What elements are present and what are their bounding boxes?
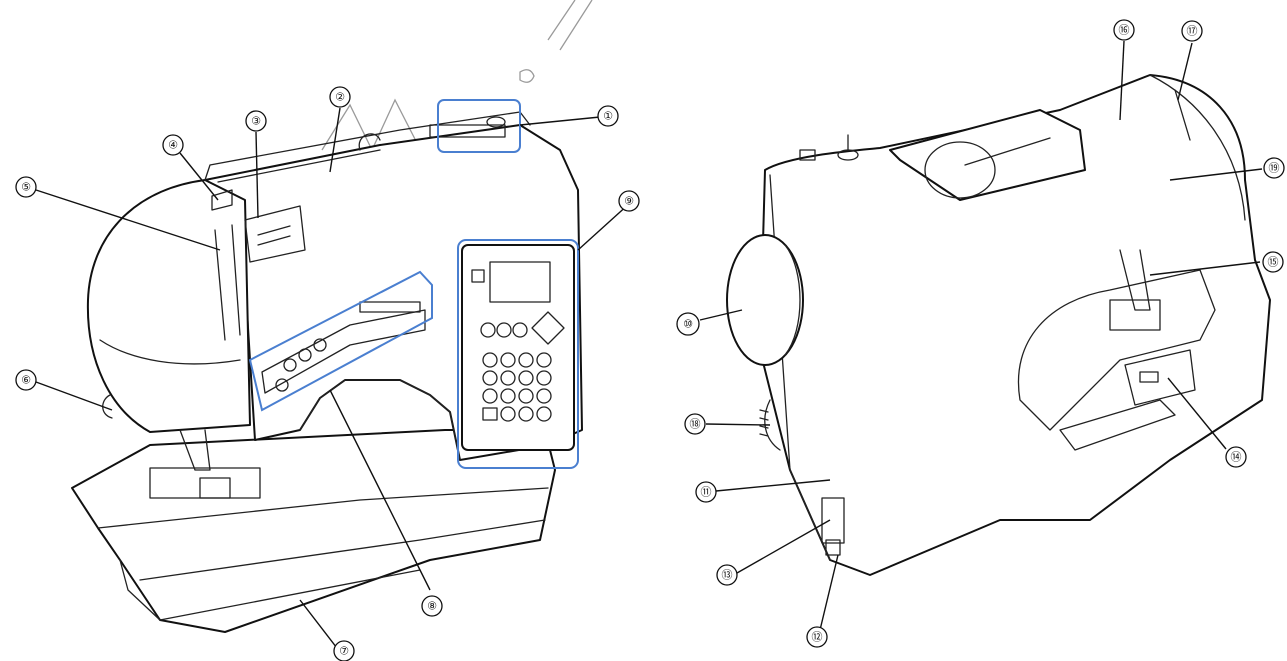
svg-text:⑯: ⑯ [1119,24,1130,37]
callout-13: ⑬ [716,564,738,586]
callout-14: ⑭ [1225,446,1247,468]
svg-text:⑪: ⑪ [701,486,712,499]
svg-text:⑲: ⑲ [1269,162,1280,175]
callout-5: ⑤ [15,176,37,198]
svg-text:④: ④ [168,139,178,152]
callout-15: ⑮ [1262,251,1284,273]
machine-front-view [71,111,583,633]
callout-6: ⑥ [15,369,37,391]
svg-text:⑬: ⑬ [722,569,733,582]
callout-9: ⑨ [618,190,640,212]
callout-17: ⑰ [1181,20,1203,42]
svg-text:⑭: ⑭ [1231,451,1242,464]
control-panel-highlight [457,239,579,469]
highlight-boxes [248,99,579,469]
svg-text:⑤: ⑤ [21,181,31,194]
svg-text:⑦: ⑦ [339,645,349,658]
callout-4: ④ [162,134,184,156]
svg-text:⑧: ⑧ [427,600,437,613]
callout-1: ① [597,105,619,127]
svg-text:⑥: ⑥ [21,374,31,387]
callout-2: ② [329,86,351,108]
leader-lines [35,40,1263,653]
callout-12: ⑫ [806,626,828,648]
svg-text:①: ① [603,110,613,123]
svg-text:⑱: ⑱ [690,418,701,431]
svg-text:⑮: ⑮ [1268,256,1279,269]
machine-rear-view [726,74,1271,576]
callout-19: ⑲ [1263,157,1285,179]
callout-7: ⑦ [333,640,355,661]
callout-8: ⑧ [421,595,443,617]
svg-text:②: ② [335,91,345,104]
svg-text:③: ③ [251,115,261,128]
svg-text:⑰: ⑰ [1187,25,1198,38]
callout-18: ⑱ [684,413,706,435]
svg-text:⑩: ⑩ [683,318,693,331]
callout-16: ⑯ [1113,19,1135,41]
callout-10: ⑩ [676,312,700,336]
callout-11: ⑪ [695,481,717,503]
operation-buttons-highlight [248,270,433,412]
thread-guide-highlight [437,99,521,153]
callout-3: ③ [245,110,267,132]
svg-text:⑨: ⑨ [624,195,634,208]
svg-text:⑫: ⑫ [812,631,823,644]
